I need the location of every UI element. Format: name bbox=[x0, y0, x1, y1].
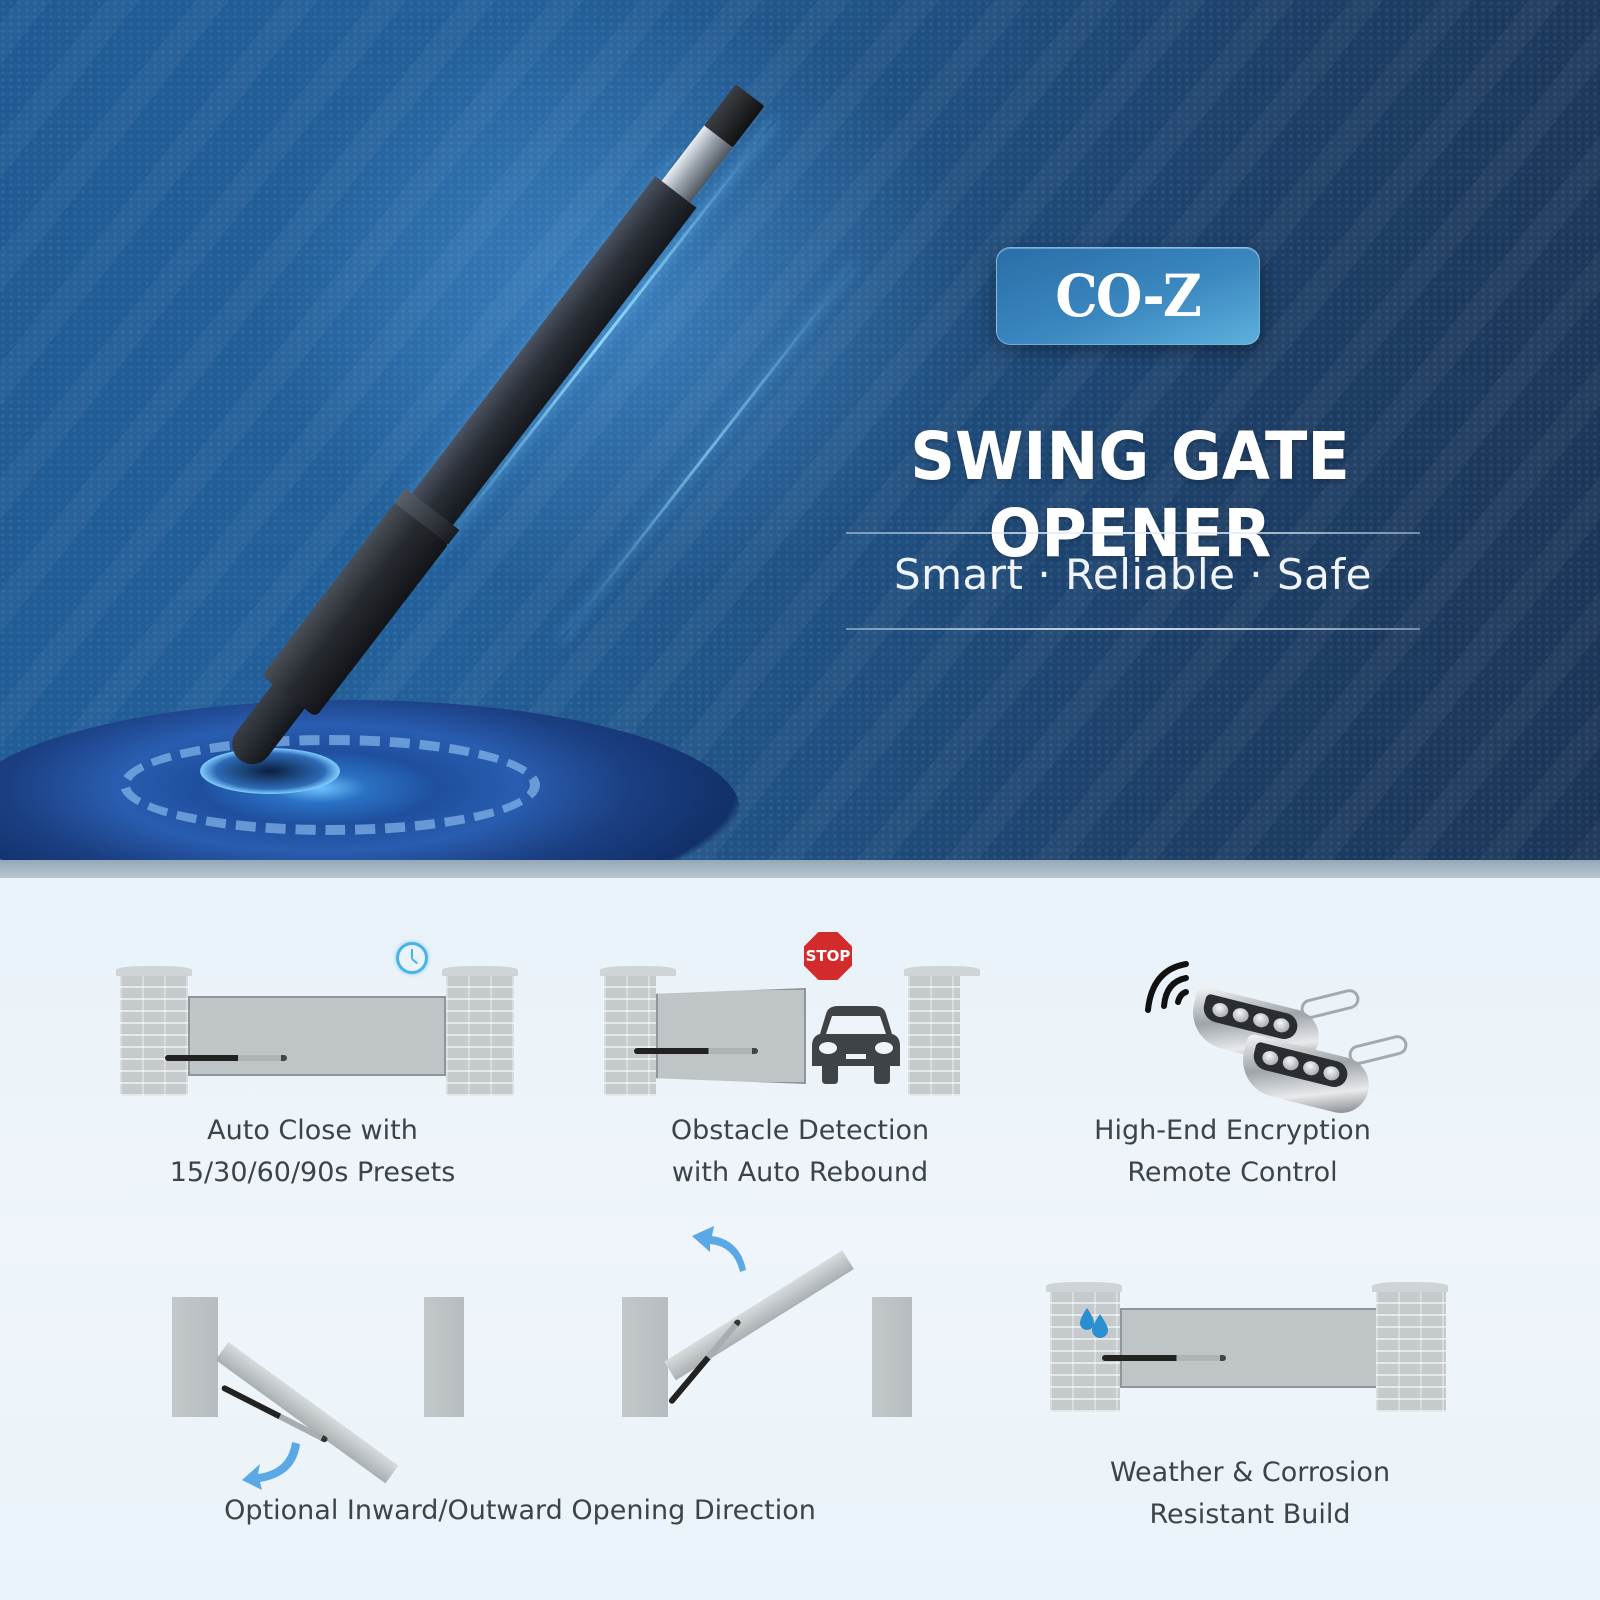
section-divider bbox=[0, 860, 1600, 878]
feature-label-line: Obstacle Detection bbox=[670, 1115, 930, 1146]
brick-pillar bbox=[1372, 1282, 1448, 1412]
feature-label-line: 15/30/60/90s Presets bbox=[169, 1157, 456, 1188]
remote-button bbox=[1271, 1016, 1291, 1034]
feature-label-line: Remote Control bbox=[1127, 1157, 1338, 1188]
feature-label: Optional Inward/Outward Opening Directio… bbox=[170, 1490, 870, 1532]
brand-logo: CO-Z bbox=[1055, 262, 1202, 330]
gate-post bbox=[172, 1297, 218, 1417]
gate-post bbox=[622, 1297, 668, 1417]
car-icon bbox=[812, 1006, 900, 1084]
hero-tagline: Smart · Reliable · Safe bbox=[893, 550, 1373, 599]
hero-banner: CO-Z SWING GATE OPENER Smart · Reliable … bbox=[0, 0, 1600, 860]
feature-label: High-End Encryption Remote Control bbox=[1080, 1110, 1385, 1194]
feature-label: Weather & Corrosion Resistant Build bbox=[1090, 1452, 1410, 1536]
gate-panel bbox=[1120, 1308, 1378, 1388]
platform-ring bbox=[120, 735, 540, 835]
feature-label-line: High-End Encryption bbox=[1094, 1115, 1371, 1146]
remote-button bbox=[1321, 1064, 1341, 1082]
remote-button bbox=[1210, 1001, 1230, 1019]
mini-actuator-icon bbox=[165, 1055, 287, 1061]
mini-actuator-icon bbox=[634, 1048, 758, 1054]
feature-label-line: with Auto Rebound bbox=[671, 1157, 929, 1188]
feature-label-line: Weather & Corrosion bbox=[1109, 1457, 1391, 1488]
gate-panel bbox=[188, 996, 446, 1076]
brick-pillar bbox=[600, 966, 676, 1096]
brick-pillar bbox=[442, 966, 518, 1096]
wireless-signal-icon bbox=[1145, 961, 1189, 1013]
remote-button bbox=[1251, 1011, 1271, 1029]
stop-sign-icon: STOP bbox=[804, 932, 852, 980]
gate-panel bbox=[656, 988, 806, 1084]
water-drops-icon bbox=[1080, 1308, 1108, 1338]
brick-pillar bbox=[1046, 1282, 1122, 1412]
swing-arrow-icon bbox=[692, 1226, 746, 1272]
gate-post bbox=[424, 1297, 464, 1417]
mini-actuator-icon bbox=[1102, 1355, 1226, 1361]
divider-line bbox=[846, 532, 1420, 534]
swing-arrow-icon bbox=[242, 1442, 300, 1490]
divider-line bbox=[846, 628, 1420, 630]
feature-label: Obstacle Detection with Auto Rebound bbox=[640, 1110, 960, 1194]
remote-button bbox=[1260, 1049, 1280, 1067]
feature-label-line: Auto Close with bbox=[207, 1115, 418, 1146]
gate-post bbox=[872, 1297, 912, 1417]
feature-label-line: Optional Inward/Outward Opening Directio… bbox=[224, 1495, 816, 1526]
remote-button bbox=[1301, 1059, 1321, 1077]
brick-pillar bbox=[904, 966, 980, 1096]
platform-core bbox=[200, 748, 340, 794]
remote-button bbox=[1280, 1054, 1300, 1072]
brick-pillar bbox=[116, 966, 192, 1096]
clock-icon bbox=[396, 942, 428, 974]
hero-title: SWING GATE OPENER bbox=[910, 418, 1350, 572]
feature-label: Auto Close with 15/30/60/90s Presets bbox=[150, 1110, 475, 1194]
brand-logo-badge: CO-Z bbox=[996, 247, 1260, 345]
feature-label-line: Resistant Build bbox=[1149, 1499, 1351, 1530]
remote-button bbox=[1230, 1006, 1250, 1024]
